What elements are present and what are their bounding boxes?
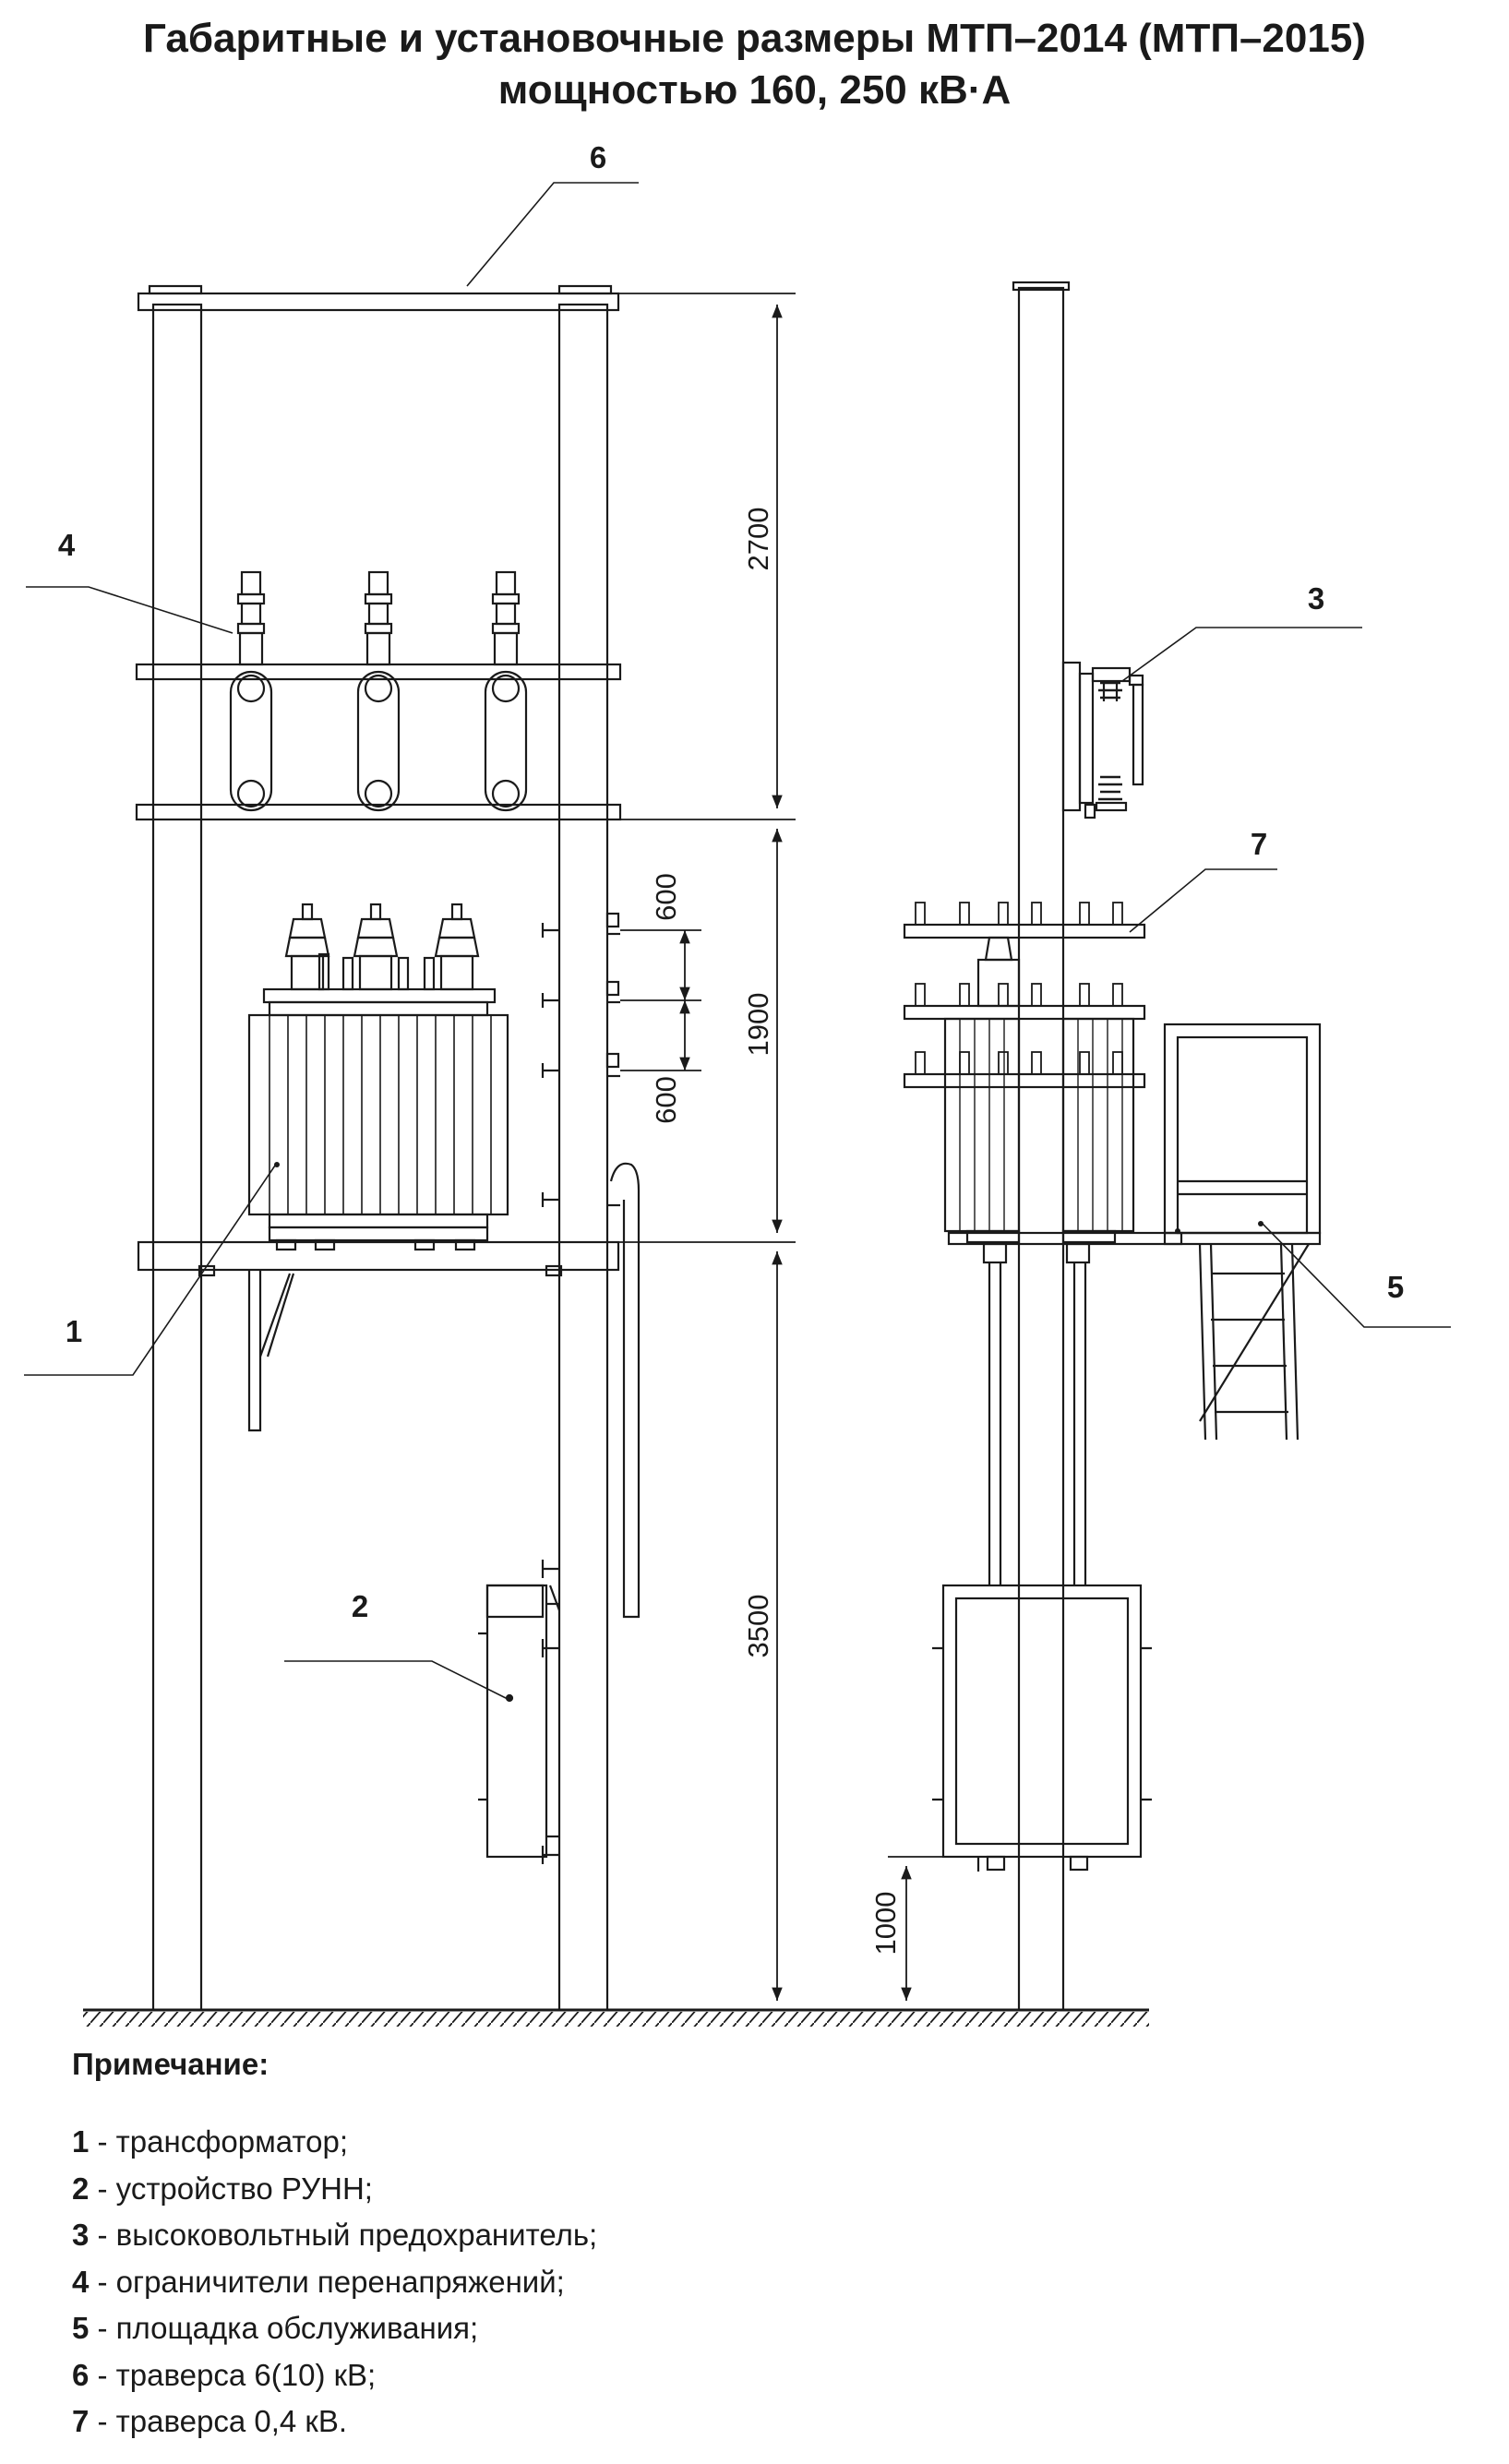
traverse-6-10kv — [137, 284, 620, 312]
transformer — [247, 903, 509, 1251]
side-pole — [1017, 286, 1065, 2012]
dim-1900: 1900 — [742, 993, 774, 1057]
leader-6 — [466, 182, 639, 287]
callout-6: 6 — [590, 140, 606, 174]
lv-distribution-box — [478, 1560, 561, 1864]
callout-2: 2 — [352, 1589, 368, 1623]
transformer-side — [943, 936, 1135, 1244]
lv-box-side — [932, 1584, 1152, 1872]
callout-labels: 6 4 3 7 5 1 2 — [58, 140, 1404, 1623]
leader-5 — [1260, 1221, 1451, 1328]
leader-lines — [24, 182, 1451, 1701]
dim-600-lower: 600 — [650, 1076, 682, 1124]
note-item-2: 2 - устройство РУНН; — [72, 2166, 597, 2213]
note-text: - устройство РУНН; — [89, 2171, 373, 2206]
note-item-7: 7 - траверса 0,4 кВ. — [72, 2398, 597, 2446]
traverse-0-4kv — [903, 902, 1146, 1089]
callout-3: 3 — [1308, 581, 1324, 616]
front-lv-brackets — [541, 912, 620, 1207]
callout-4: 4 — [58, 528, 76, 562]
note-number: 6 — [72, 2357, 90, 2392]
note-item-4: 4 - ограничители перенапряжений; — [72, 2259, 597, 2306]
side-dimension-1000 — [888, 1856, 943, 2001]
note-text: - площадка обслуживания; — [89, 2311, 479, 2345]
leader-1 — [24, 1162, 278, 1376]
notes-title: Примечание: — [72, 2047, 269, 2081]
front-dimensions — [607, 293, 796, 2011]
surge-arrester-1 — [229, 570, 273, 812]
transformer-platform — [137, 1240, 620, 1432]
front-view — [135, 284, 796, 2012]
note-text: - ограничители перенапряжений; — [89, 2264, 565, 2299]
note-number: 3 — [72, 2218, 90, 2252]
service-platform — [1163, 1023, 1322, 1441]
note-number: 5 — [72, 2311, 90, 2345]
note-text: - высоковольтный предохранитель; — [89, 2218, 598, 2252]
note-number: 1 — [72, 2124, 90, 2159]
note-text: - трансформатор; — [89, 2124, 349, 2159]
note-number: 4 — [72, 2264, 90, 2299]
title-line-1: Габаритные и установочные размеры МТП–20… — [143, 16, 1366, 61]
dim-2700: 2700 — [742, 508, 774, 571]
note-text: - траверса 0,4 кВ. — [89, 2404, 348, 2438]
note-number: 7 — [72, 2404, 90, 2438]
diagram-title: Габаритные и установочные размеры МТП–20… — [0, 13, 1509, 116]
dim-1000: 1000 — [869, 1892, 902, 1956]
ground-line — [83, 2008, 1149, 2027]
note-text: - траверса 6(10) кВ; — [89, 2357, 377, 2392]
surge-arrester-2 — [356, 570, 401, 812]
callout-7: 7 — [1251, 827, 1267, 861]
note-number: 2 — [72, 2171, 90, 2206]
notes-section: Примечание: 1 - трансформатор; 2 - устро… — [72, 2047, 597, 2446]
front-right-pole — [557, 303, 609, 2012]
note-item-5: 5 - площадка обслуживания; — [72, 2305, 597, 2352]
side-view — [888, 281, 1322, 2012]
callout-1: 1 — [66, 1314, 82, 1348]
dimension-labels: 2700 1900 600 600 3500 1000 — [650, 508, 902, 1956]
arrester-lower-crossarm — [135, 803, 622, 821]
surge-arrester-3 — [484, 570, 528, 812]
front-cable — [609, 1162, 641, 1619]
side-platform — [947, 1231, 1183, 1585]
note-item-3: 3 - высоковольтный предохранитель; — [72, 2212, 597, 2259]
hv-fuse — [1061, 661, 1144, 819]
leader-7 — [1129, 868, 1277, 933]
leader-3 — [1121, 627, 1362, 682]
note-item-6: 6 - траверса 6(10) кВ; — [72, 2352, 597, 2399]
front-left-pole — [151, 303, 203, 2012]
title-line-2: мощностью 160, 250 кВ·А — [497, 67, 1012, 113]
dim-3500: 3500 — [742, 1595, 774, 1658]
leader-2 — [284, 1660, 510, 1701]
note-item-1: 1 - трансформатор; — [72, 2119, 597, 2166]
leader-4 — [26, 586, 234, 634]
callout-5: 5 — [1387, 1270, 1404, 1304]
dim-600-upper: 600 — [650, 873, 682, 921]
